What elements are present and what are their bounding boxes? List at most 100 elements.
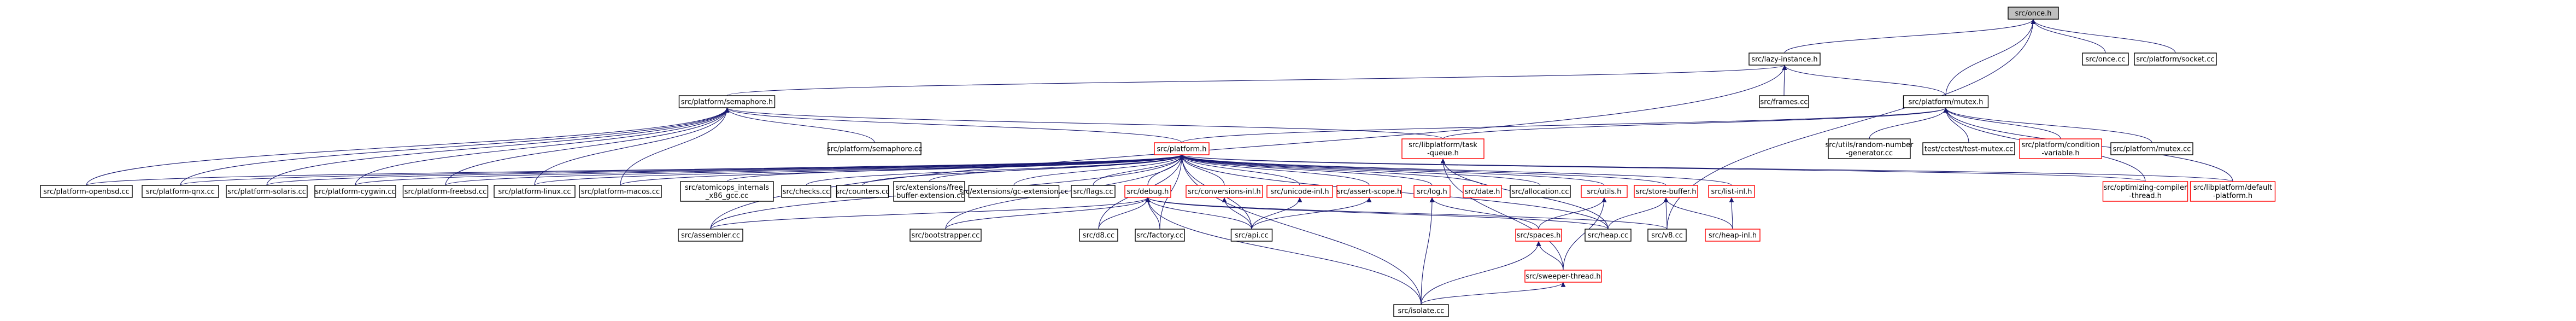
node-label: src/platform-openbsd.cc: [43, 188, 130, 196]
graph-edges: [86, 19, 2233, 305]
edge-assembler-to-debug: [710, 197, 1151, 230]
node-debug[interactable]: src/debug.h: [1124, 185, 1171, 198]
node-factory[interactable]: src/factory.cc: [1135, 229, 1185, 242]
node-label: src/factory.cc: [1136, 232, 1183, 240]
node-linux[interactable]: src/platform-linux.cc: [494, 185, 576, 198]
node-label: src/utils/random-number: [1826, 141, 1914, 149]
node-box: [142, 185, 219, 198]
node-date[interactable]: src/date.h: [1463, 185, 1502, 198]
node-box: [2190, 181, 2276, 202]
node-box: [1401, 138, 1484, 159]
edge-bootstrapper-to-platform: [945, 154, 1184, 230]
edge-isolate-to-log: [1421, 197, 1435, 305]
node-unicode[interactable]: src/unicode-inl.h: [1266, 185, 1333, 198]
edge-v8-to-debug: [1145, 197, 1668, 230]
node-label: src/platform/socket.cc: [2136, 56, 2214, 64]
node-macos[interactable]: src/platform-macos.cc: [579, 185, 662, 198]
node-listinl[interactable]: src/list-inl.h: [1708, 185, 1755, 198]
node-box: [1828, 138, 1911, 159]
node-solaris[interactable]: src/platform-solaris.cc: [226, 185, 308, 198]
node-mutex[interactable]: src/platform/mutex.h: [1903, 95, 1989, 108]
node-frames[interactable]: src/frames.cc: [1759, 95, 1809, 108]
edge-cygwin-to-platform: [355, 154, 1184, 186]
node-label: src/d8.cc: [1083, 232, 1114, 240]
node-platform[interactable]: src/platform.h: [1154, 142, 1210, 155]
node-isolate[interactable]: src/isolate.cc: [1393, 304, 1449, 317]
node-heap[interactable]: src/heap.cc: [1585, 229, 1632, 242]
edge-sem-to-lazy: [726, 65, 1787, 96]
node-mutexcc[interactable]: src/platform/mutex.cc: [2110, 142, 2193, 155]
edge-freebsd-to-platform: [445, 154, 1184, 186]
edge-log-to-platform: [1179, 154, 1433, 186]
node-oncecc[interactable]: src/once.cc: [2082, 52, 2129, 66]
node-label: src/extensions/free: [895, 184, 963, 192]
node-box: [836, 185, 889, 198]
node-testmutex[interactable]: test/cctest/test-mutex.cc: [1922, 142, 2015, 155]
node-box: [226, 185, 308, 198]
node-sweeper[interactable]: src/sweeper-thread.h: [1524, 270, 1602, 283]
edge-taskq-to-mutex: [1442, 107, 1949, 139]
node-box: [1748, 52, 1821, 66]
node-box: [579, 185, 662, 198]
node-utils[interactable]: src/utils.h: [1581, 185, 1628, 198]
node-heapinl[interactable]: src/heap-inl.h: [1705, 229, 1761, 242]
node-socket[interactable]: src/platform/socket.cc: [2134, 52, 2217, 66]
node-openbsd[interactable]: src/platform-openbsd.cc: [40, 185, 133, 198]
edge-heap-to-storebuf: [1607, 197, 1669, 230]
node-conv[interactable]: src/conversions-inl.h: [1186, 185, 1263, 198]
edge-mutexcc-to-mutex: [1943, 107, 2152, 143]
node-label: src/platform-freebsd.cc: [404, 188, 487, 196]
node-condvar[interactable]: src/platform/condition-variable.h: [2019, 138, 2102, 159]
node-allocation[interactable]: src/allocation.cc: [1510, 185, 1571, 198]
node-bootstrapper[interactable]: src/bootstrapper.cc: [909, 229, 982, 242]
node-freebsd[interactable]: src/platform-freebsd.cc: [402, 185, 489, 198]
node-label: -queue.h: [1427, 149, 1459, 157]
node-taskq[interactable]: src/libplatform/task-queue.h: [1401, 138, 1484, 159]
node-rng[interactable]: src/utils/random-number-generator.cc: [1826, 138, 1914, 159]
node-d8[interactable]: src/d8.cc: [1079, 229, 1118, 242]
node-box: [1705, 229, 1761, 242]
node-sem[interactable]: src/platform/semaphore.h: [678, 95, 776, 108]
node-box: [1515, 229, 1562, 242]
node-optcomp[interactable]: src/optimizing-compiler-thread.h: [2102, 181, 2188, 202]
edge-bootstrapper-to-debug: [945, 197, 1151, 230]
node-label: src/v8.cc: [1651, 232, 1683, 240]
edge-rng-to-mutex: [1869, 107, 1949, 139]
edge-solaris-to-platform: [266, 154, 1184, 186]
node-box: [2019, 138, 2102, 159]
node-spaces[interactable]: src/spaces.h: [1515, 229, 1562, 242]
node-lazy[interactable]: src/lazy-instance.h: [1748, 52, 1821, 66]
node-label: src/platform-qnx.cc: [146, 188, 215, 196]
node-box: [1071, 185, 1116, 198]
node-assembler[interactable]: src/assembler.cc: [678, 229, 743, 242]
edge-socket-to-once: [2031, 19, 2176, 54]
edge-mutex-to-once: [1945, 19, 2036, 96]
node-label: src/checks.cc: [783, 188, 830, 196]
node-label: -variable.h: [2041, 149, 2079, 157]
node-qnx[interactable]: src/platform-qnx.cc: [142, 185, 219, 198]
node-freebuf[interactable]: src/extensions/free-buffer-extension.cc: [893, 181, 965, 202]
node-label: -generator.cc: [1846, 149, 1893, 157]
node-assert[interactable]: src/assert-scope.h: [1336, 185, 1402, 198]
node-atomic[interactable]: src/atomicops_internals_x86_gcc.cc: [680, 181, 774, 202]
node-box: [1463, 185, 1502, 198]
node-flags[interactable]: src/flags.cc: [1071, 185, 1116, 198]
node-once[interactable]: src/once.h: [2008, 7, 2059, 20]
node-v8[interactable]: src/v8.cc: [1647, 229, 1687, 242]
node-label: -thread.h: [2129, 192, 2162, 200]
node-counters[interactable]: src/counters.cc: [836, 185, 890, 198]
edge-api-to-unicode: [1251, 197, 1302, 230]
node-box: [1903, 95, 1989, 108]
node-defplat[interactable]: src/libplatform/default-platform.h: [2190, 181, 2276, 202]
node-cygwin[interactable]: src/platform-cygwin.cc: [314, 185, 396, 198]
node-box: [781, 185, 831, 198]
node-log[interactable]: src/log.h: [1413, 185, 1451, 198]
node-checks[interactable]: src/checks.cc: [781, 185, 831, 198]
node-box: [893, 181, 965, 202]
node-label: _x86_gcc.cc: [705, 192, 748, 200]
edge-heapinl-to-storebuf: [1663, 197, 1733, 230]
node-semcc[interactable]: src/platform/semaphore.cc: [827, 142, 922, 155]
node-api[interactable]: src/api.cc: [1230, 229, 1273, 242]
node-storebuf[interactable]: src/store-buffer.h: [1634, 185, 1698, 198]
node-gcext[interactable]: src/extensions/gc-extension.cc: [959, 185, 1069, 198]
